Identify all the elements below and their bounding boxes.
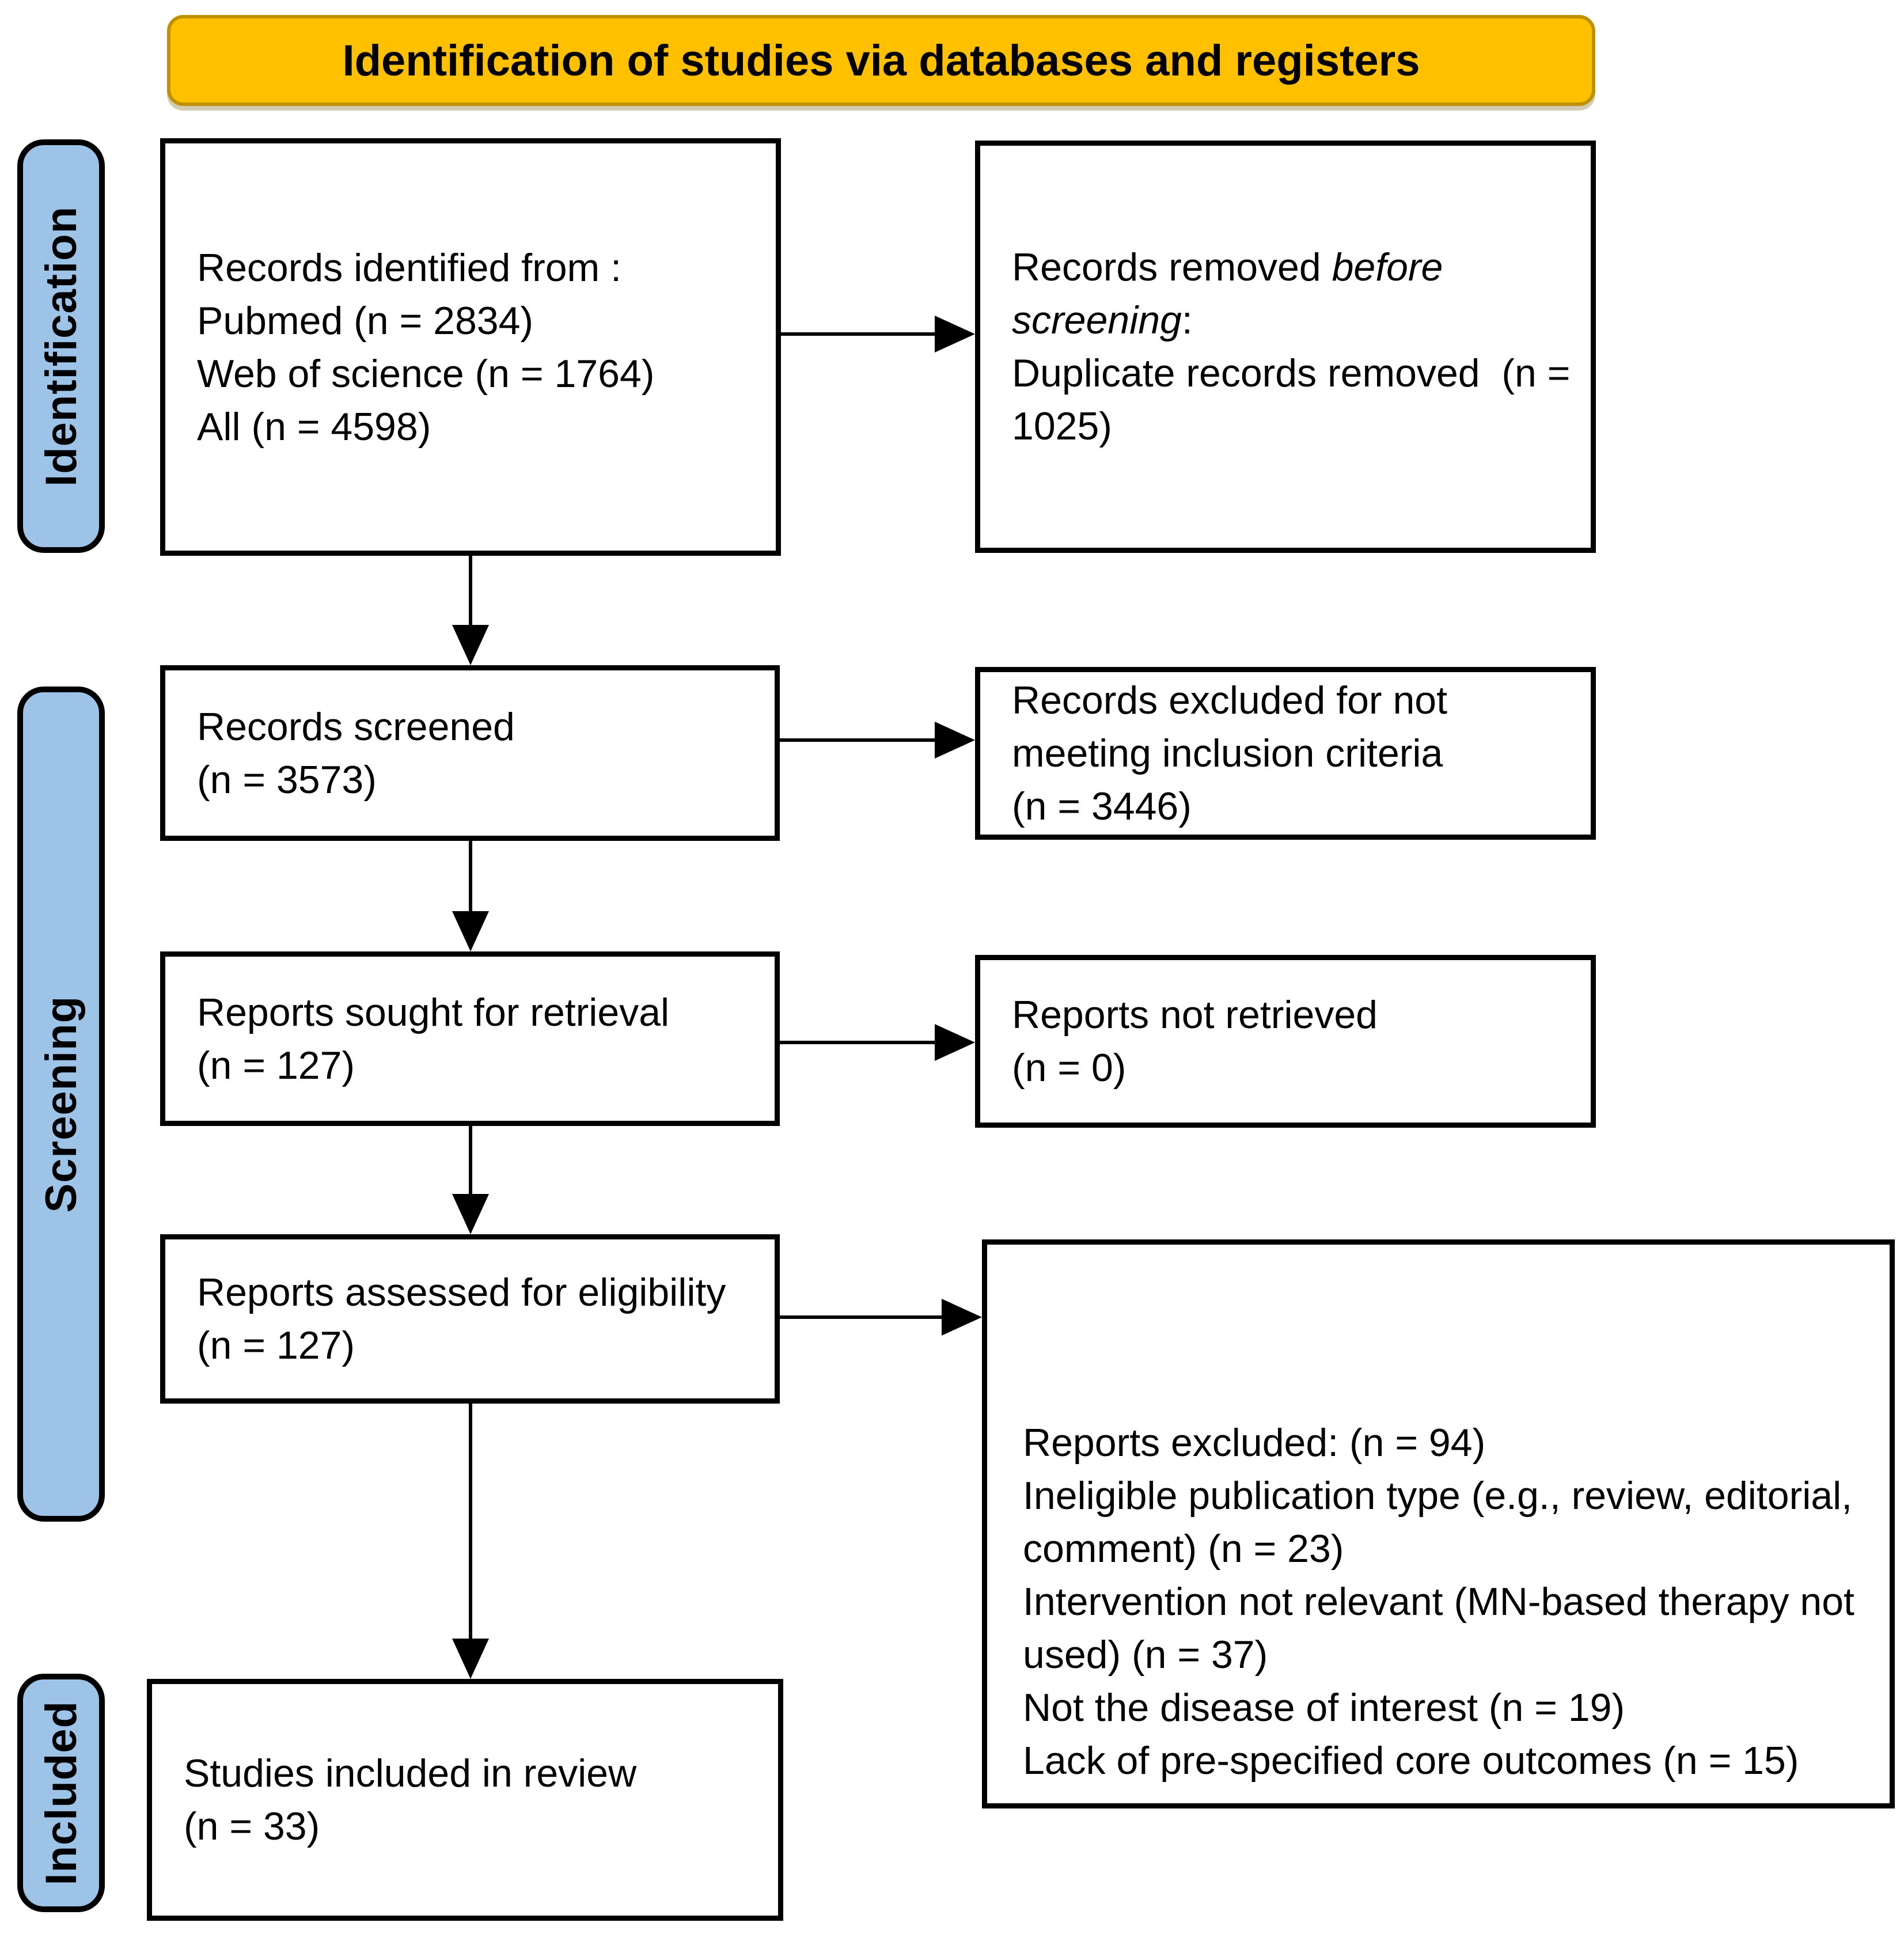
box-text-line: All (n = 4598) [197,404,431,449]
box-text-line: Ineligible publication type (e.g., revie… [1023,1474,1853,1518]
box-records-excluded: Records excluded for not meeting inclusio… [975,667,1596,840]
box-reports-assessed: Reports assessed for eligibility (n = 127… [160,1234,780,1404]
arrow-sought-to-assessed [452,1126,489,1234]
box-text-line: Reports excluded: (n = 94) [1023,1421,1486,1465]
box-reports-not-retrieved: Reports not retrieved (n = 0) [975,955,1596,1128]
box-text-line: screening: [1012,298,1193,342]
box-text-line: (n = 127) [197,1324,355,1367]
box-text-line: Studies included in review [184,1751,637,1795]
box-text-line: (n = 0) [1012,1046,1127,1090]
box-text-line: Reports sought for retrieval [197,990,670,1034]
box-text-line: Intervention not relevant (MN-based ther… [1023,1580,1854,1624]
stage-included-label: Included [36,1700,86,1886]
arrow-assessed-to-included [452,1404,489,1679]
stage-identification-label: Identification [36,206,86,487]
box-text-line: used) (n = 37) [1023,1633,1268,1677]
banner-title-label: Identification of studies via databases … [342,36,1420,85]
box-text-line: Records screened [197,704,515,749]
box-studies-included: Studies included in review (n = 33) [147,1679,783,1921]
box-reports-sought: Reports sought for retrieval (n = 127) [160,951,780,1126]
box-records-identified: Records identified from : Pubmed (n = 283… [160,138,781,556]
box-text-line: Pubmed (n = 2834) [197,298,534,343]
box-text-line: (n = 33) [184,1804,320,1848]
box-text-line: Records excluded for not [1012,678,1447,722]
box-text-line: meeting inclusion criteria [1012,731,1443,775]
box-text-line: Web of science (n = 1764) [197,351,655,396]
stage-screening: Screening [17,687,105,1522]
box-text-line: (n = 3573) [197,757,377,802]
arrow-screened-to-sought [452,841,489,951]
box-text-line: Reports not retrieved [1012,993,1378,1037]
box-records-screened: Records screened (n = 3573) [160,665,780,841]
box-text-line: Not the disease of interest (n = 19) [1023,1686,1625,1730]
arrow-identified-to-removed [781,316,975,352]
banner-title: Identification of studies via databases … [167,15,1595,106]
box-text-line: (n = 127) [197,1043,355,1087]
box-text-line: Records identified from : [197,245,621,290]
box-text-line: 1025) [1012,404,1112,448]
box-text-line: (n = 3446) [1012,784,1192,828]
arrow-screened-to-excluded [780,722,975,759]
box-text-line: Lack of pre-specified core outcomes (n =… [1023,1739,1799,1783]
box-records-removed-before-screening: Records removed before screening: Duplicat… [975,141,1596,553]
stage-identification: Identification [17,139,105,553]
box-text-line: Records removed before [1012,245,1443,289]
box-text-line: comment) (n = 23) [1023,1527,1344,1571]
arrow-assessed-to-excluded-reasons [780,1299,982,1336]
stage-included: Included [17,1674,105,1912]
arrow-sought-to-not-retrieved [780,1024,975,1061]
box-text-line: Duplicate records removed (n = [1012,351,1571,395]
box-text-line: Reports assessed for eligibility [197,1271,726,1314]
arrow-identified-to-screened [452,556,489,665]
box-reports-excluded-reasons: Reports excluded: (n = 94) Ineligible pub… [982,1239,1895,1808]
stage-screening-label: Screening [36,995,86,1213]
